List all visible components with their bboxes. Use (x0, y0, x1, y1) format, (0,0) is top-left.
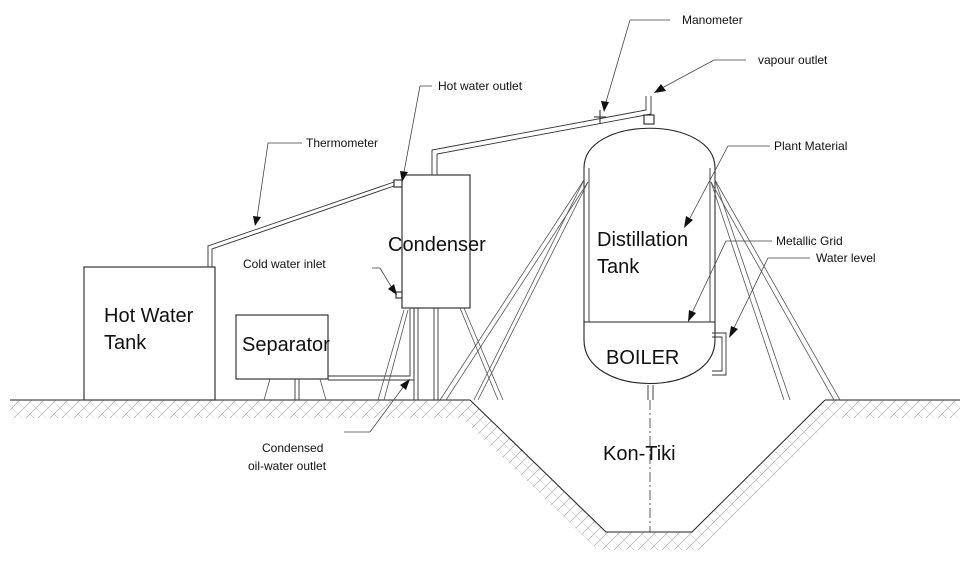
callout-cold-water-inlet: Cold water inlet (243, 257, 397, 295)
hot-water-tank: Hot Water Tank (83, 266, 216, 401)
callout-hot-water-outlet: Hot water outlet (400, 79, 523, 182)
distillation-tank-label-2: Tank (597, 256, 640, 278)
manometer-label: Manometer (682, 13, 743, 27)
kon-tiki-pit (469, 399, 826, 533)
callout-condensed-oil-water-outlet: Condensed oil-water outlet (248, 379, 410, 473)
separator-label: Separator (242, 334, 330, 356)
condenser-label: Condenser (388, 234, 486, 256)
support-legs (439, 179, 841, 401)
hot-water-tank-label-1: Hot Water (104, 305, 194, 327)
hot-water-pipe (207, 181, 395, 267)
callout-plant-material: Plant Material (684, 139, 847, 228)
water-level-gauge (712, 332, 727, 376)
ground (10, 399, 960, 550)
cold-water-inlet-label: Cold water inlet (243, 257, 326, 271)
condenser: Condenser (388, 174, 504, 401)
callout-manometer: Manometer (601, 13, 743, 112)
callout-vapour-outlet: vapour outlet (654, 53, 828, 93)
kon-tiki-label: Kon-Tiki (603, 443, 676, 465)
distillation-tank: Distillation Tank BOILER (583, 127, 716, 400)
water-level-label: Water level (816, 251, 876, 265)
vapour-pipe (431, 96, 655, 175)
callout-metallic-grid: Metallic Grid (688, 234, 843, 322)
distillation-tank-label-1: Distillation (597, 229, 688, 251)
thermometer-label: Thermometer (306, 136, 378, 150)
separator: Separator (235, 314, 330, 401)
condensed-label-2: oil-water outlet (248, 459, 327, 473)
oil-water-outlet-pipe (328, 308, 419, 401)
condensed-label-1: Condensed (262, 441, 323, 455)
callout-thermometer: Thermometer (253, 136, 378, 226)
plant-material-label: Plant Material (774, 139, 847, 153)
hot-water-tank-label-2: Tank (104, 332, 147, 354)
callout-water-level: Water level (729, 251, 876, 338)
hot-water-outlet-label: Hot water outlet (438, 79, 523, 93)
boiler-label: BOILER (606, 347, 679, 369)
metallic-grid-label: Metallic Grid (776, 234, 843, 248)
vapour-outlet-label: vapour outlet (758, 53, 828, 67)
